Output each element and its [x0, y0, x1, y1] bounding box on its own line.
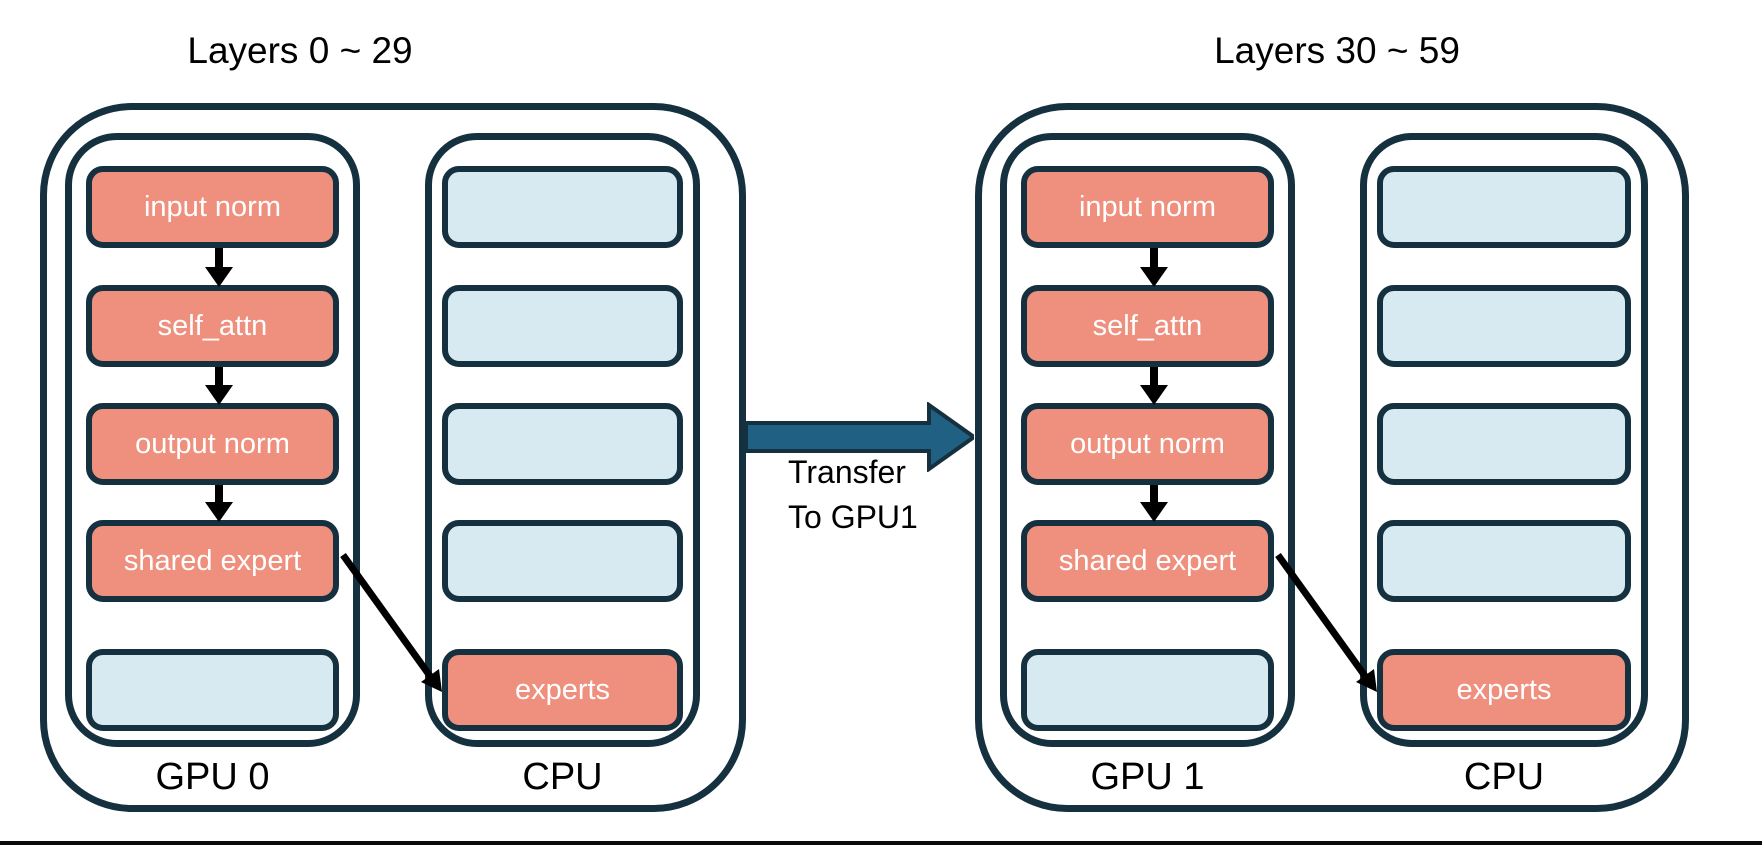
module-box-shared-expert: shared expert — [1021, 520, 1274, 602]
module-label: output norm — [135, 427, 290, 460]
empty-slot — [1377, 285, 1631, 367]
module-label: input norm — [1078, 190, 1216, 223]
transfer-label-line2: To GPU1 — [788, 499, 918, 535]
cpu-label-left: CPU — [522, 756, 603, 798]
empty-slot — [1377, 403, 1631, 485]
node-group-gpu0: input norm self_attn output norm shared … — [40, 103, 746, 812]
gpu1-column: input norm self_attn output norm shared … — [1000, 133, 1295, 747]
empty-slot — [1021, 649, 1274, 731]
empty-slot — [442, 166, 683, 248]
transfer-label-line1: Transfer — [788, 454, 906, 490]
empty-slot — [1377, 166, 1631, 248]
module-box-input-norm: input norm — [1021, 166, 1274, 248]
module-label: experts — [514, 673, 611, 706]
group-title-layers-0-29: Layers 0 ~ 29 — [187, 30, 413, 71]
module-label: self_attn — [157, 309, 268, 342]
transfer-label: Transfer To GPU1 — [788, 450, 918, 540]
cpu-label-right: CPU — [1463, 756, 1545, 798]
module-box-experts: experts — [1377, 649, 1631, 731]
cpu-column-right: experts — [1360, 133, 1648, 747]
module-label: output norm — [1070, 427, 1225, 460]
gpu0-label: GPU 0 — [155, 756, 270, 798]
module-label: experts — [1456, 673, 1552, 706]
empty-slot — [442, 285, 683, 367]
gpu0-column: input norm self_attn output norm shared … — [65, 133, 360, 747]
empty-slot — [1377, 520, 1631, 602]
module-label: shared expert — [1058, 544, 1237, 577]
transfer-arrow-icon — [746, 402, 974, 472]
module-label: self_attn — [1092, 309, 1203, 342]
module-box-experts: experts — [442, 649, 683, 731]
group-title-layers-30-59: Layers 30 ~ 59 — [1214, 30, 1460, 71]
bottom-border-line — [0, 841, 1762, 845]
gpu1-label: GPU 1 — [1090, 756, 1205, 798]
module-box-input-norm: input norm — [86, 166, 339, 248]
empty-slot — [86, 649, 339, 731]
module-label: shared expert — [123, 544, 302, 577]
node-group-gpu1: input norm self_attn output norm shared … — [975, 103, 1689, 812]
module-box-output-norm: output norm — [86, 403, 339, 485]
module-box-shared-expert: shared expert — [86, 520, 339, 602]
module-box-self-attn: self_attn — [86, 285, 339, 367]
module-box-output-norm: output norm — [1021, 403, 1274, 485]
empty-slot — [442, 520, 683, 602]
module-label: input norm — [143, 190, 281, 223]
cpu-column-left: experts — [425, 133, 700, 747]
empty-slot — [442, 403, 683, 485]
module-box-self-attn: self_attn — [1021, 285, 1274, 367]
